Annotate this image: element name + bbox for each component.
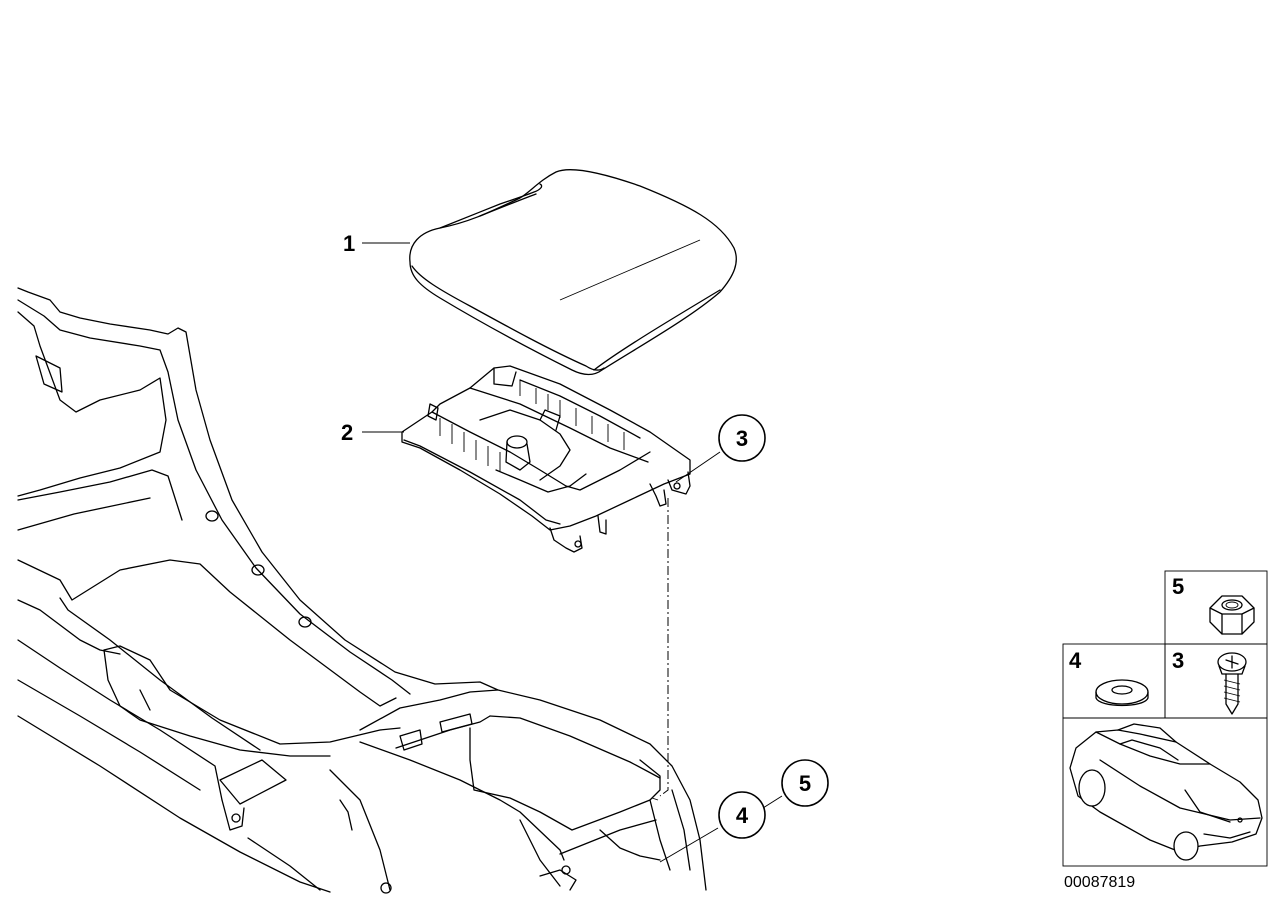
armrest-base-plate	[401, 365, 691, 553]
callout-5-number: 5	[799, 771, 811, 796]
callout-4-number: 4	[736, 803, 749, 828]
callout-5: 5	[781, 759, 829, 807]
inset-label-screw: 3	[1172, 648, 1184, 673]
inset-label-washer: 4	[1069, 648, 1082, 673]
callout-3: 3	[718, 414, 766, 462]
washer-icon	[1095, 679, 1149, 707]
center-console	[17, 287, 707, 894]
hardware-inset: 5 4 3	[1062, 570, 1268, 867]
diagram-id: 00087819	[1064, 874, 1135, 891]
part-label-1: 1	[343, 231, 355, 256]
part-label-2: 2	[341, 420, 353, 445]
screw-icon	[1217, 652, 1247, 715]
inset-label-nut: 5	[1172, 574, 1184, 599]
callout-3-number: 3	[736, 426, 748, 451]
callout-4: 4	[718, 791, 766, 839]
car-coupe-icon	[1069, 723, 1263, 861]
armrest-cushion	[409, 169, 737, 376]
leader-lines	[362, 242, 783, 863]
hex-nut-icon	[1209, 595, 1255, 635]
